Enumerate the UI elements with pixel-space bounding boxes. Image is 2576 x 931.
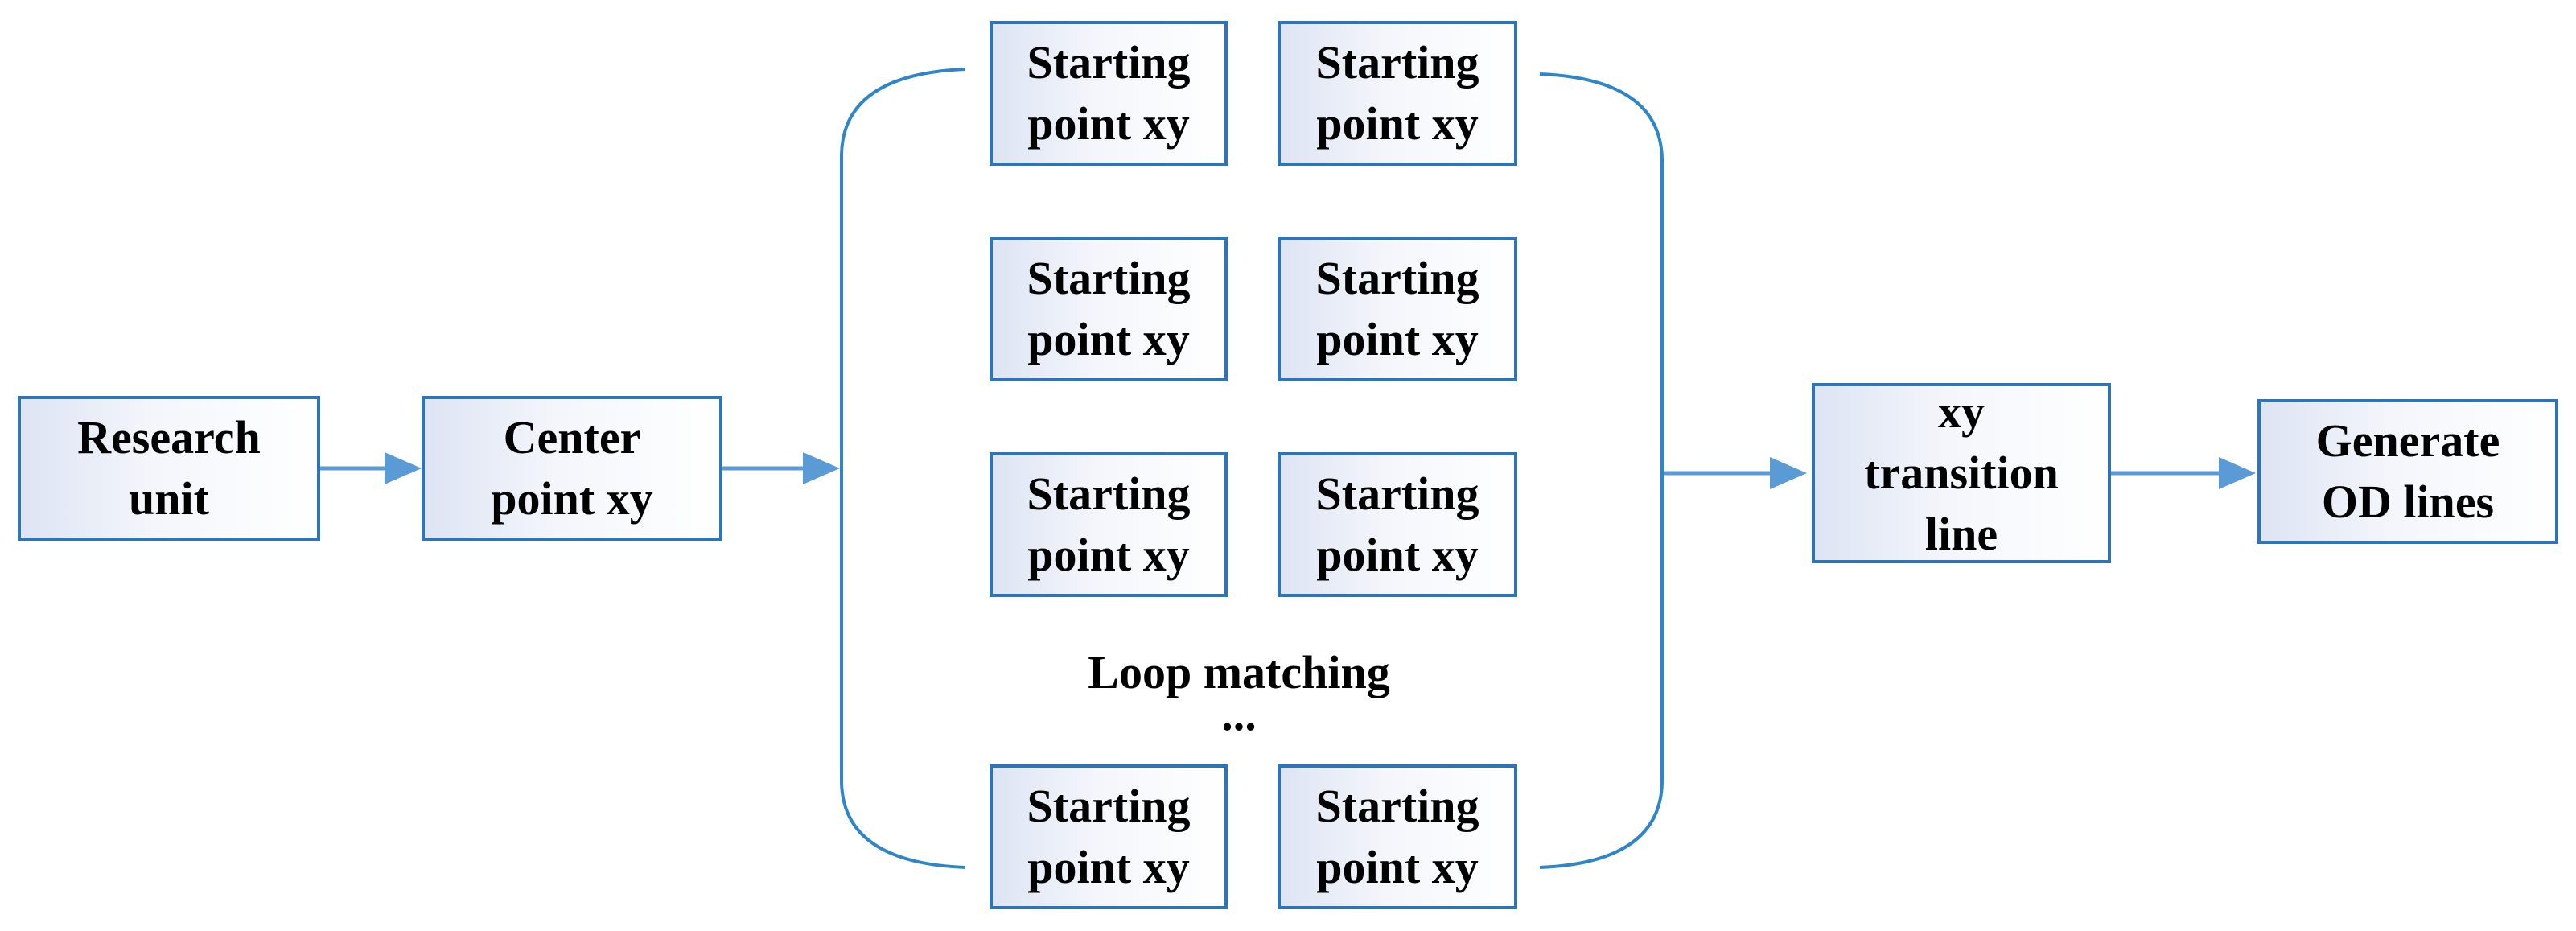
center-point-box: Center point xy [422,396,722,541]
starting-point-box: Starting point xy [1278,21,1517,166]
generate-od-lines-box: Generate OD lines [2257,399,2558,544]
starting-point-box: Starting point xy [1278,764,1517,909]
left-group-bracket [840,68,966,869]
arrow-center-to-group [722,452,840,484]
starting-point-box: Starting point xy [990,237,1228,381]
research-unit-box: Research unit [18,396,320,541]
right-group-bracket [1539,72,1664,869]
transition-line-box: xy transition line [1812,383,2111,563]
loop-matching-label: Loop matching [1088,646,1390,698]
starting-point-box: Starting point xy [990,21,1228,166]
ellipsis-label: ... [1221,688,1257,740]
arrow-transition-to-generate [2109,457,2256,489]
arrow-group-to-transition [1664,457,1807,489]
starting-point-box: Starting point xy [990,452,1228,597]
starting-point-box: Starting point xy [1278,237,1517,381]
starting-point-box: Starting point xy [990,764,1228,909]
arrow-research-to-center [320,452,422,484]
starting-point-box: Starting point xy [1278,452,1517,597]
